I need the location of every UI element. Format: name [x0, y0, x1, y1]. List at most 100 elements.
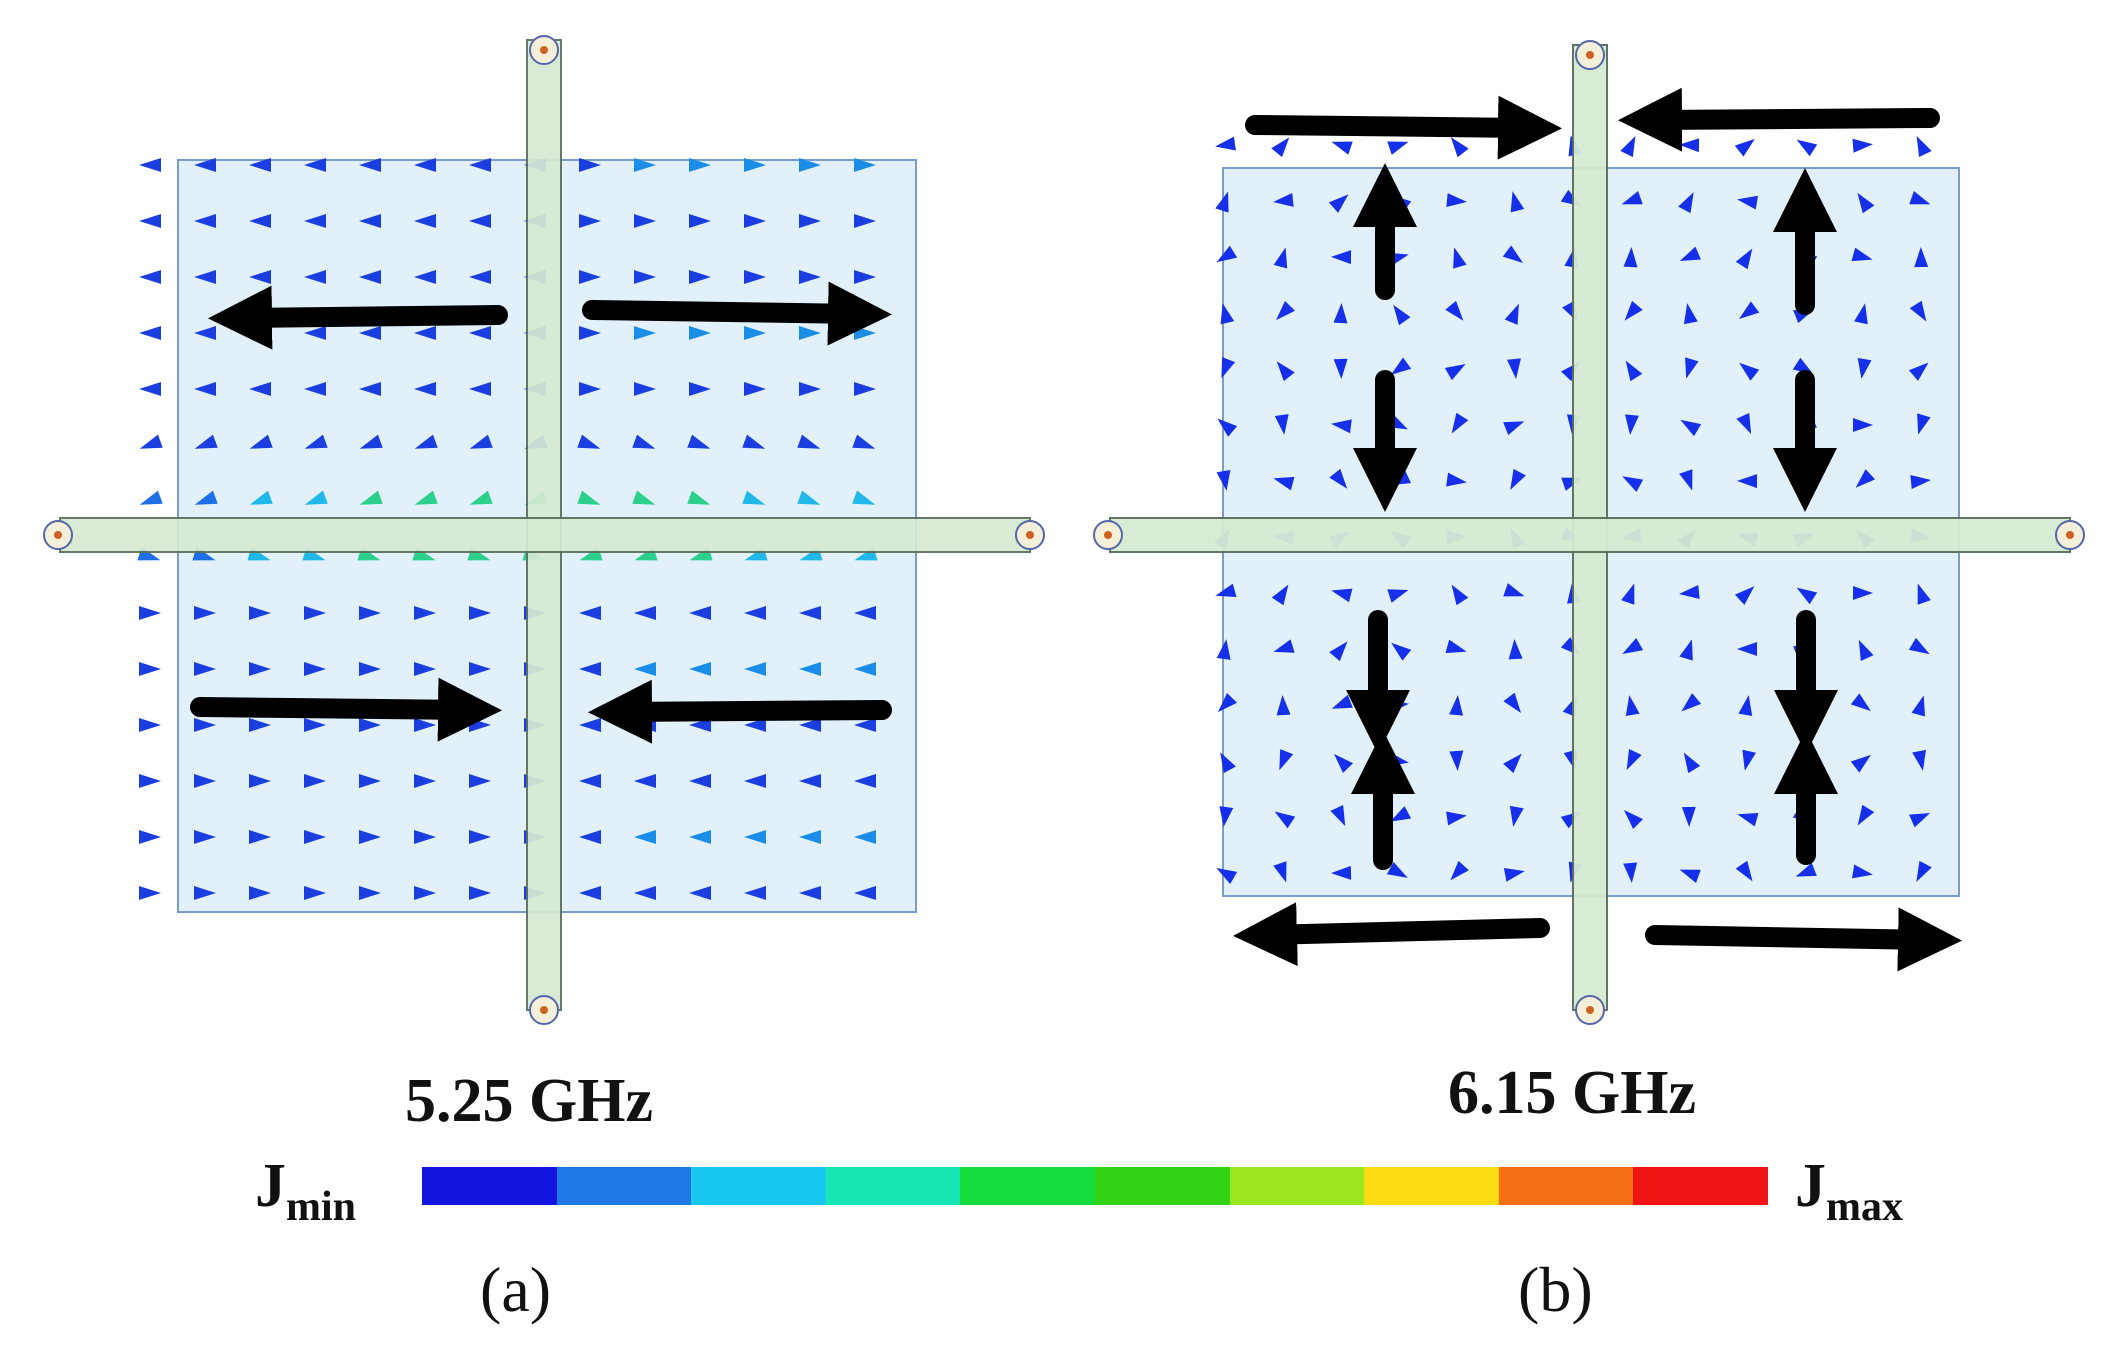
current-vector: [634, 774, 656, 788]
current-vector: [1331, 250, 1352, 265]
current-vector: [414, 434, 438, 449]
current-vector: [1331, 141, 1353, 155]
current-vector: [1679, 869, 1701, 883]
current-vector: [1276, 300, 1295, 321]
current-vector: [854, 382, 876, 396]
current-vector: [742, 490, 766, 505]
current-vector: [1220, 303, 1235, 325]
arrow-b-bottom-left: [1233, 902, 1550, 967]
current-vector: [1276, 361, 1295, 382]
colorbar-min-label: Jmin: [255, 1155, 356, 1228]
current-vector: [689, 158, 711, 172]
current-vector: [1850, 754, 1871, 773]
current-vector: [1390, 357, 1412, 375]
current-vector: [1390, 806, 1412, 822]
j-min-symbol: J: [255, 1152, 286, 1220]
current-vector: [469, 606, 491, 620]
current-vector: [469, 662, 491, 676]
current-vector: [1681, 806, 1696, 827]
current-vector: [1679, 469, 1693, 491]
current-vector: [689, 830, 711, 844]
current-vector: [1391, 642, 1412, 661]
current-vector: [304, 774, 326, 788]
current-vector: [579, 158, 601, 172]
current-vector: [1626, 748, 1642, 771]
current-vector: [1909, 300, 1927, 322]
current-vector: [1623, 862, 1638, 883]
current-vector: [139, 270, 161, 284]
current-vector: [1622, 637, 1644, 654]
current-vector: [799, 606, 821, 620]
current-vector: [1215, 583, 1237, 598]
current-vector: [1504, 303, 1519, 325]
current-vector: [1852, 418, 1873, 433]
current-vector: [744, 270, 766, 284]
current-vector: [1679, 585, 1700, 599]
arrow-b-top-left: [1245, 95, 1562, 160]
current-vector: [304, 830, 326, 844]
current-vector: [414, 326, 436, 340]
current-vector: [1330, 804, 1346, 827]
current-vector: [799, 718, 821, 732]
current-vector: [579, 382, 601, 396]
current-vector: [854, 830, 876, 844]
current-vector: [1908, 362, 1929, 381]
current-vector: [634, 662, 656, 676]
current-vector: [632, 434, 656, 449]
current-vector: [1624, 300, 1643, 321]
current-vector: [1273, 639, 1295, 653]
current-vector: [194, 382, 216, 396]
current-vector: [687, 434, 711, 449]
current-vector: [579, 606, 601, 620]
current-vector: [469, 214, 491, 228]
current-vector: [304, 490, 328, 505]
current-vector: [1685, 357, 1699, 379]
current-vector: [1274, 811, 1296, 829]
current-vector: [1329, 641, 1348, 662]
current-vector: [1914, 247, 1929, 268]
current-vector: [1509, 805, 1524, 827]
current-vector: [1444, 363, 1466, 381]
current-vector: [1503, 136, 1525, 150]
current-vector: [1679, 246, 1701, 261]
panel-label-a: (a): [480, 1254, 552, 1325]
colorbar-segment-3: [691, 1167, 826, 1205]
current-vector: [1271, 137, 1290, 158]
current-vector: [139, 490, 163, 505]
current-vector: [304, 434, 328, 449]
arrow-a-upper-left: [208, 285, 508, 350]
current-vector: [194, 158, 216, 172]
current-vector: [689, 662, 711, 676]
current-vector: [1917, 583, 1931, 605]
current-vector: [1683, 303, 1698, 325]
current-vector: [359, 718, 381, 732]
current-vector: [359, 830, 381, 844]
current-vector: [1851, 247, 1873, 262]
current-vector: [139, 214, 161, 228]
current-vector: [304, 886, 326, 900]
current-vector: [1387, 589, 1409, 603]
current-vector: [1221, 357, 1236, 379]
current-vector: [1625, 695, 1640, 717]
current-vector: [689, 606, 711, 620]
colorbar-max-label: Jmax: [1795, 1155, 1903, 1228]
current-vector: [634, 158, 656, 172]
current-vector: [1446, 193, 1467, 208]
current-vector: [1683, 752, 1701, 774]
current-vector: [1506, 358, 1521, 379]
current-vector: [1908, 637, 1930, 655]
current-vector: [797, 434, 821, 449]
current-vector: [1331, 419, 1352, 434]
current-vector: [304, 158, 326, 172]
current-vector: [579, 662, 601, 676]
current-vector: [1445, 300, 1464, 321]
current-vector: [1852, 585, 1873, 600]
current-vector: [414, 270, 436, 284]
current-vector: [304, 718, 326, 732]
current-vector: [799, 662, 821, 676]
current-vector: [249, 830, 271, 844]
current-vector: [1734, 586, 1755, 605]
current-vector: [469, 830, 491, 844]
current-vector: [1449, 750, 1464, 771]
current-vector: [469, 490, 493, 505]
